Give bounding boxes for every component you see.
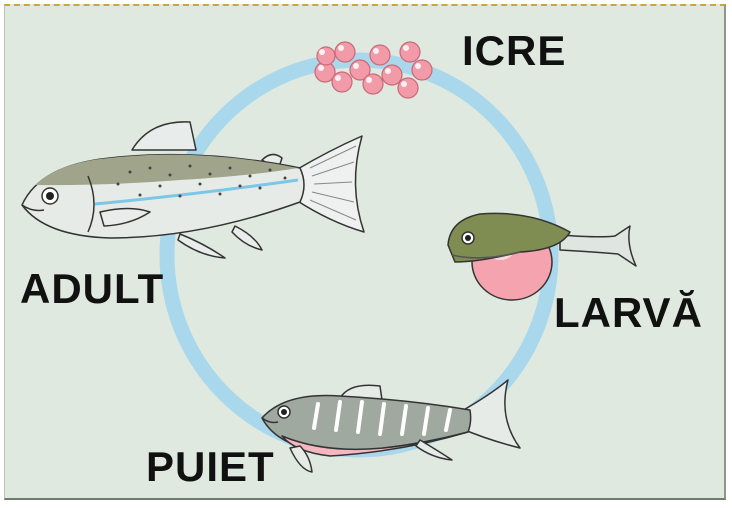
eggs-illustration (315, 42, 432, 98)
adult-fish-illustration (22, 122, 364, 258)
label-juvenile: PUIET (146, 446, 275, 488)
juvenile-fish-illustration (262, 380, 520, 472)
label-eggs: ICRE (462, 30, 566, 72)
label-larva: LARVĂ (554, 292, 703, 334)
label-adult: ADULT (20, 268, 164, 310)
larva-illustration (448, 213, 636, 300)
